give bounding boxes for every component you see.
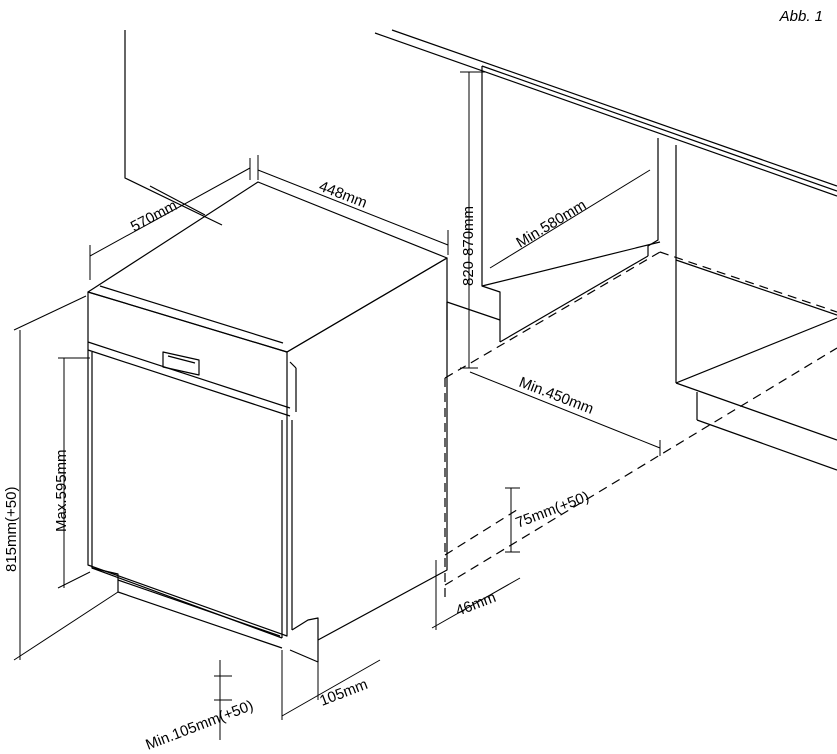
countertop (374, 29, 837, 197)
depth-label: 570mm (128, 197, 180, 235)
side-offset-label: 46mm (453, 589, 498, 620)
niche-floor-outline (444, 251, 837, 600)
right-cabinet-1 (446, 66, 661, 343)
plinth-height-label: 75mm(+50) (513, 488, 591, 532)
door-height-label: Max.595mm (53, 449, 70, 532)
figure-label: Abb. 1 (779, 8, 823, 25)
right-cabinet-2 (675, 145, 837, 471)
min-bottom-label: Min.105mm(+50) (143, 697, 255, 754)
dimension-lines (13, 71, 661, 740)
cabinet-height-label: 820-870mm (460, 206, 477, 286)
min-depth-label: Min.580mm (513, 196, 589, 251)
left-cabinet (124, 30, 223, 226)
width-label: 448mm (317, 178, 370, 212)
total-height-label: 815mm(+50) (3, 487, 20, 572)
dishwasher-body (87, 181, 448, 663)
